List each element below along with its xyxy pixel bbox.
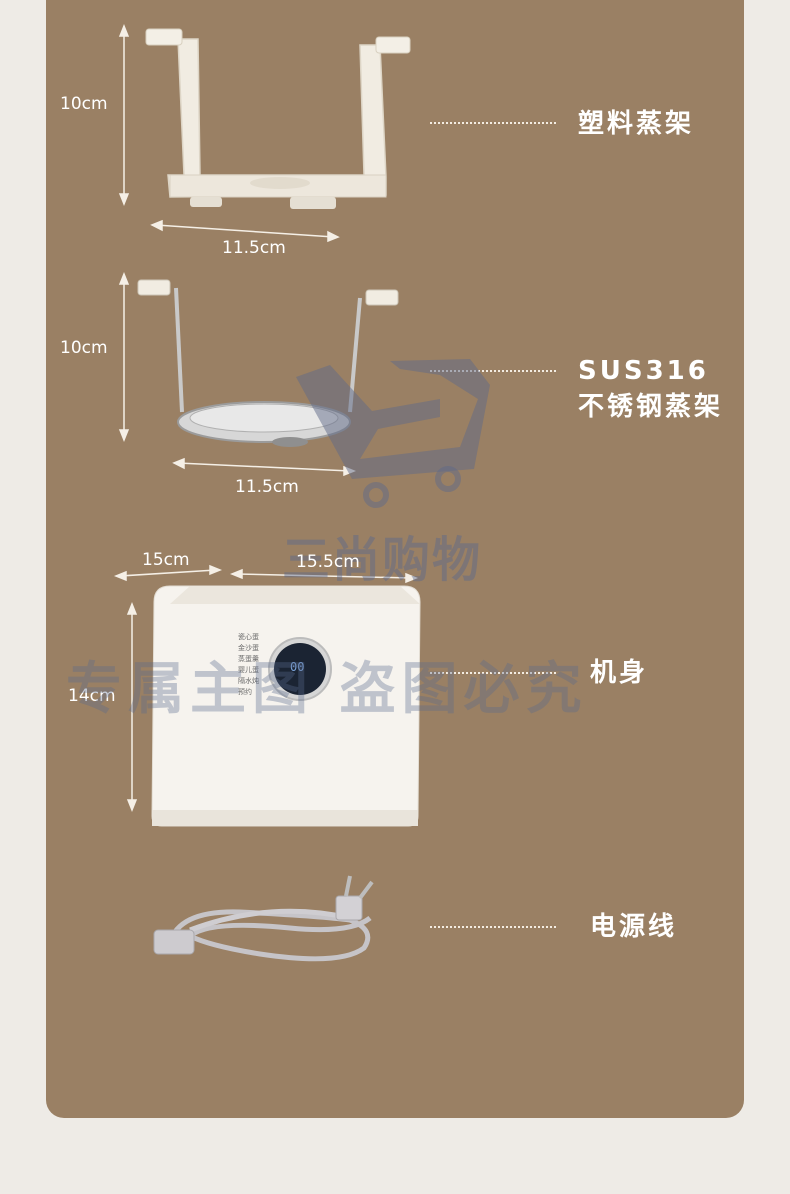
body-height: 14cm bbox=[68, 686, 116, 706]
panel-label: 蒸蛋羹 bbox=[238, 655, 259, 663]
steel-rack-height: 10cm bbox=[60, 338, 108, 358]
panel-labels: 瓷心蛋 金沙蛋 蒸蛋羹 婴儿蛋 隔水炖 预约 bbox=[238, 632, 259, 698]
panel-label: 金沙蛋 bbox=[238, 644, 259, 652]
digital-display: 00 bbox=[290, 660, 305, 674]
steel-rack-leader bbox=[430, 370, 556, 372]
body-width: 15.5cm bbox=[296, 552, 360, 572]
plastic-steam-rack bbox=[145, 28, 411, 209]
cord-leader bbox=[430, 926, 556, 928]
cord-label: 电源线 bbox=[590, 912, 678, 942]
plastic-rack-width: 11.5cm bbox=[222, 238, 286, 258]
control-knob-display bbox=[268, 637, 332, 701]
power-cord bbox=[153, 875, 374, 962]
steel-rack-label-line2: 不锈钢蒸架 bbox=[578, 392, 724, 422]
plastic-rack-leader bbox=[430, 122, 556, 124]
steel-rack-label-line1: SUS316 bbox=[578, 356, 709, 386]
body-depth: 15cm bbox=[142, 550, 190, 570]
panel-label: 隔水炖 bbox=[238, 677, 259, 685]
body-leader bbox=[430, 672, 556, 674]
panel-label: 预约 bbox=[238, 688, 252, 696]
body-label: 机身 bbox=[590, 658, 649, 688]
stainless-steam-rack bbox=[137, 279, 399, 447]
shopping-cart-logo-icon bbox=[296, 359, 490, 508]
plastic-rack-label: 塑料蒸架 bbox=[578, 109, 695, 139]
plastic-rack-height: 10cm bbox=[60, 94, 108, 114]
panel-label: 瓷心蛋 bbox=[238, 633, 259, 641]
watermark-brand: 三尚购物 bbox=[282, 532, 483, 588]
watermark-notice: 专属主图 盗图必究 bbox=[66, 657, 588, 722]
panel-label: 婴儿蛋 bbox=[238, 666, 259, 674]
appliance-body bbox=[151, 585, 421, 827]
steel-rack-width: 11.5cm bbox=[235, 477, 299, 497]
